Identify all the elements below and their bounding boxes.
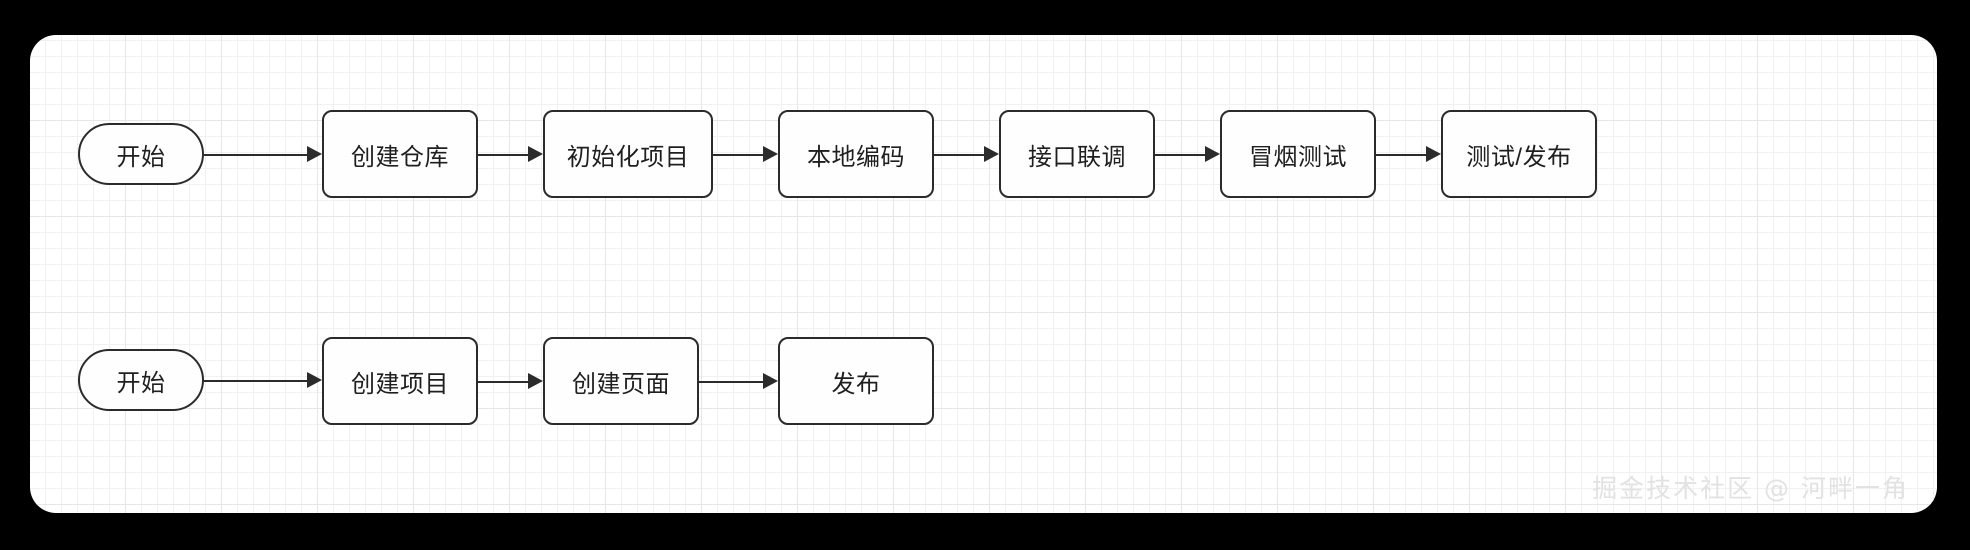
flow-edge-r1e5[interactable] (1155, 154, 1207, 156)
watermark-label: 掘金技术社区 @ 河畔一角 (1592, 474, 1909, 503)
flow-node-r1n7[interactable]: 测试/发布 (1441, 110, 1597, 198)
flow-node-r1n6[interactable]: 冒烟测试 (1220, 110, 1376, 198)
flow-node-r2n3[interactable]: 创建页面 (543, 337, 699, 425)
flow-edge-r2e2[interactable] (478, 381, 530, 383)
arrow-head-icon-r1e4 (984, 146, 999, 162)
arrow-head-icon-r1e3 (763, 146, 778, 162)
flow-edge-r1e1[interactable] (204, 154, 309, 156)
flow-edge-r1e2[interactable] (478, 154, 530, 156)
arrow-head-icon-r2e3 (763, 373, 778, 389)
flowchart-layer: 开始创建仓库初始化项目本地编码接口联调冒烟测试测试/发布开始创建项目创建页面发布 (30, 35, 1937, 513)
flow-node-r1n4[interactable]: 本地编码 (778, 110, 934, 198)
flow-edge-r1e6[interactable] (1376, 154, 1428, 156)
flow-node-r2n1[interactable]: 开始 (78, 349, 204, 411)
arrow-head-icon-r2e1 (307, 372, 322, 388)
flow-edge-r2e1[interactable] (204, 380, 309, 382)
flow-node-r2n4[interactable]: 发布 (778, 337, 934, 425)
flow-node-r1n1[interactable]: 开始 (78, 123, 204, 185)
arrow-head-icon-r1e1 (307, 146, 322, 162)
diagram-canvas[interactable]: 开始创建仓库初始化项目本地编码接口联调冒烟测试测试/发布开始创建项目创建页面发布… (30, 35, 1937, 513)
flow-edge-r1e3[interactable] (713, 154, 765, 156)
flow-node-r1n3[interactable]: 初始化项目 (543, 110, 713, 198)
arrow-head-icon-r1e2 (528, 146, 543, 162)
arrow-head-icon-r1e5 (1205, 146, 1220, 162)
arrow-head-icon-r1e6 (1426, 146, 1441, 162)
flow-node-r1n5[interactable]: 接口联调 (999, 110, 1155, 198)
flow-edge-r2e3[interactable] (699, 381, 765, 383)
arrow-head-icon-r2e2 (528, 373, 543, 389)
flow-node-r2n2[interactable]: 创建项目 (322, 337, 478, 425)
flow-edge-r1e4[interactable] (934, 154, 986, 156)
flow-node-r1n2[interactable]: 创建仓库 (322, 110, 478, 198)
